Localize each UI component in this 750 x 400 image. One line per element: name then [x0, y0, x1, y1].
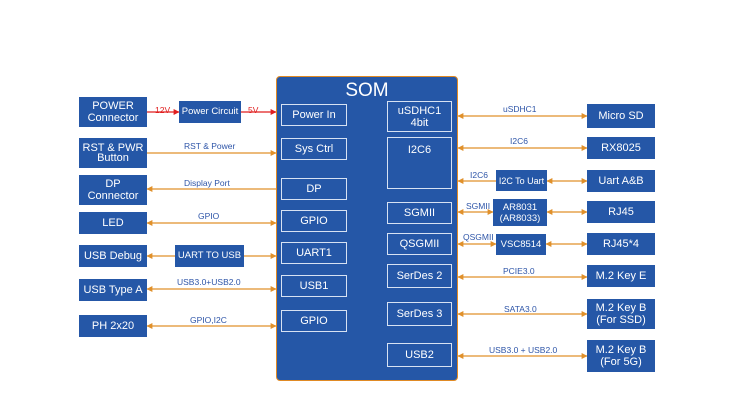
label-usb30-plus-usb20: USB3.0 + USB2.0 — [489, 345, 558, 355]
rst-pwr-button-box: RST & PWR Button — [79, 138, 147, 168]
label-usb30-usb20: USB3.0+USB2.0 — [177, 277, 241, 287]
label-gpio: GPIO — [198, 211, 220, 221]
label-i2c6-uart: I2C6 — [470, 170, 488, 180]
power-circuit-box: Power Circuit — [179, 101, 241, 123]
led-box: LED — [79, 212, 147, 234]
usb-type-a-box: USB Type A — [79, 279, 147, 301]
port-sys-ctrl: Sys Ctrl — [281, 138, 347, 160]
port-serdes-2: SerDes 2 — [387, 264, 452, 288]
m2-key-b-5g-box: M.2 Key B (For 5G) — [587, 340, 655, 372]
som-title: SOM — [345, 80, 389, 101]
vsc8514-box: VSC8514 — [496, 234, 546, 255]
micro-sd-box: Micro SD — [587, 104, 655, 128]
port-uart1: UART1 — [281, 242, 347, 264]
port-usb2: USB2 — [387, 343, 452, 367]
port-usdhc1: uSDHC1 4bit — [387, 101, 452, 132]
label-pcie30: PCIE3.0 — [503, 266, 535, 276]
port-serdes-3: SerDes 3 — [387, 302, 452, 326]
label-i2c6: I2C6 — [510, 136, 528, 146]
uart-to-usb-box: UART TO USB — [175, 245, 244, 267]
power-connector-box: POWER Connector — [79, 97, 147, 127]
label-5v: 5V — [248, 105, 259, 115]
rx8025-box: RX8025 — [587, 137, 655, 159]
usb-debug-box: USB Debug — [79, 245, 147, 267]
m2-key-b-ssd-box: M.2 Key B (For SSD) — [587, 299, 655, 329]
port-gpio-2: GPIO — [281, 310, 347, 332]
label-sgmii: SGMII — [466, 201, 491, 211]
port-sgmii: SGMII — [387, 202, 452, 224]
port-i2c6: I2C6 — [387, 137, 452, 189]
som-block: SOM — [276, 76, 458, 381]
i2c-to-uart-box: I2C To Uart — [496, 170, 547, 191]
label-gpio-i2c: GPIO,I2C — [190, 315, 227, 325]
label-display-port: Display Port — [184, 178, 230, 188]
port-qsgmii: QSGMII — [387, 233, 452, 255]
ph-2x20-box: PH 2x20 — [79, 315, 147, 337]
label-12v: 12V — [155, 105, 171, 115]
port-power-in: Power In — [281, 104, 347, 126]
label-qsgmii: QSGMII — [463, 232, 494, 242]
port-usb1: USB1 — [281, 275, 347, 297]
label-sata30: SATA3.0 — [504, 304, 537, 314]
label-usdhc1: uSDHC1 — [503, 104, 537, 114]
m2-key-e-box: M.2 Key E — [587, 265, 655, 287]
uart-ab-box: Uart A&B — [587, 170, 655, 192]
ar8031-box: AR8031 (AR8033) — [493, 199, 547, 226]
port-gpio-1: GPIO — [281, 210, 347, 232]
label-rst-power: RST & Power — [184, 141, 236, 151]
dp-connector-box: DP Connector — [79, 175, 147, 205]
rj45-box: RJ45 — [587, 201, 655, 223]
port-dp: DP — [281, 178, 347, 200]
rj45x4-box: RJ45*4 — [587, 233, 655, 255]
